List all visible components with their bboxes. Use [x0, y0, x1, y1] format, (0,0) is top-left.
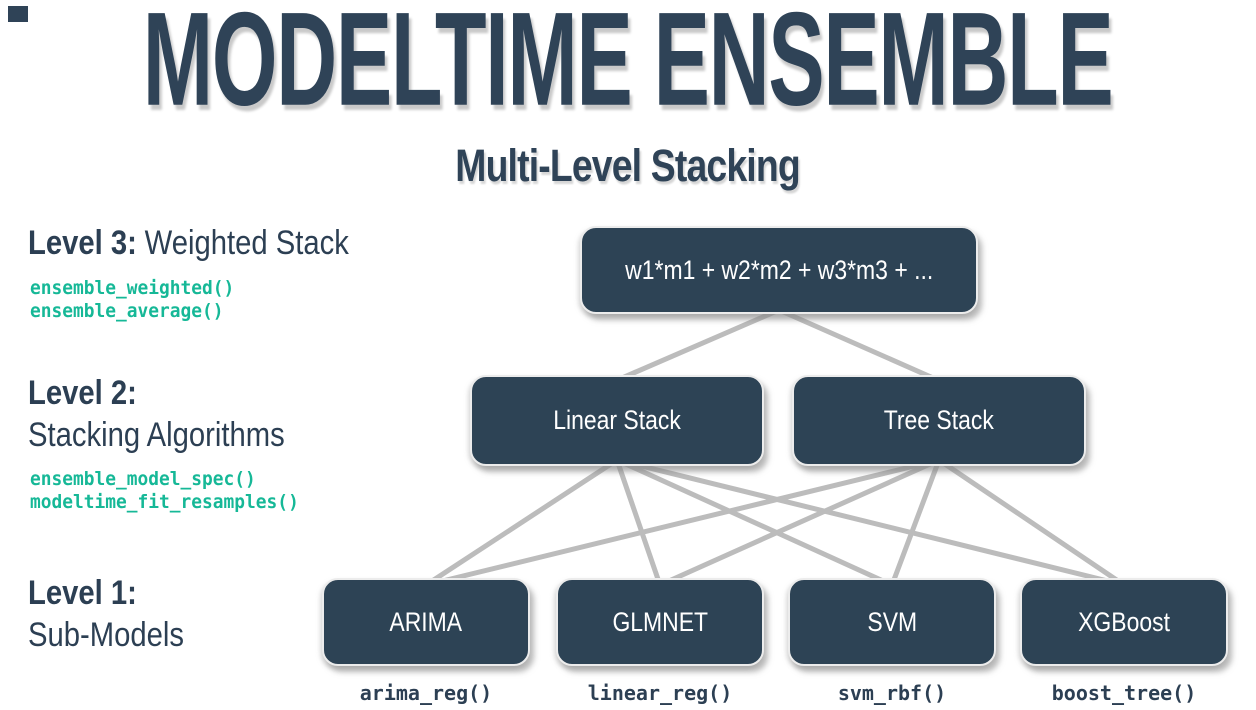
- level3-heading-rest: Weighted Stack: [144, 224, 349, 262]
- node-arima: ARIMA: [322, 578, 530, 666]
- fn-arima-reg: arima_reg(): [359, 681, 493, 705]
- level2-heading: Level 2: Stacking Algorithms: [28, 372, 327, 456]
- fn-boost-tree: boost_tree(): [1051, 681, 1197, 705]
- node-xgboost-label: XGBoost: [1078, 606, 1170, 637]
- node-glmnet-label: GLMNET: [612, 606, 708, 637]
- edge-tree-xgboost: [936, 457, 1127, 588]
- edge-tree-svm: [889, 457, 942, 588]
- page-title: MODELTIME ENSEMBLE: [0, 0, 1256, 126]
- code-ensemble-model-spec: ensemble_model_spec(): [30, 468, 256, 490]
- edge-tree-glmnet: [657, 457, 942, 588]
- code-ensemble-weighted: ensemble_weighted(): [30, 277, 235, 299]
- edge-linear-arima: [423, 457, 620, 588]
- edge-top-linear: [612, 307, 782, 384]
- node-weighted-formula-label: w1*m1 + w2*m2 + w3*m3 + ...: [624, 254, 934, 285]
- edge-top-tree: [776, 307, 943, 384]
- level2-code-block: ensemble_model_spec() modeltime_fit_resa…: [30, 468, 299, 514]
- level3-code-block: ensemble_weighted() ensemble_average(): [30, 277, 234, 323]
- level1-heading: Level 1: Sub-Models: [28, 572, 209, 656]
- level3-heading-bold: Level 3:: [28, 224, 137, 262]
- level2-heading-rest: Stacking Algorithms: [28, 416, 285, 454]
- level1-heading-rest: Sub-Models: [28, 616, 185, 654]
- page-title-text: MODELTIME ENSEMBLE: [143, 0, 1114, 134]
- edge-linear-xgboost: [614, 457, 1127, 588]
- code-modeltime-fit-resamples: modeltime_fit_resamples(): [30, 491, 299, 513]
- edge-tree-arima: [423, 457, 942, 588]
- code-ensemble-average: ensemble_average(): [30, 300, 224, 322]
- node-glmnet: GLMNET: [556, 578, 764, 666]
- node-tree-stack-label: Tree Stack: [883, 405, 995, 435]
- fn-linear-reg: linear_reg(): [587, 681, 733, 705]
- node-arima-label: ARIMA: [389, 606, 463, 637]
- corner-mark: [8, 6, 28, 22]
- page-subtitle: Multi-Level Stacking: [0, 138, 1256, 192]
- edge-linear-glmnet: [614, 457, 663, 588]
- fn-svm-rbf: svm_rbf(): [837, 681, 947, 705]
- level2-heading-bold: Level 2:: [28, 374, 137, 412]
- node-weighted-formula: w1*m1 + w2*m2 + w3*m3 + ...: [580, 226, 978, 314]
- page-subtitle-text: Multi-Level Stacking: [455, 139, 801, 191]
- node-xgboost: XGBoost: [1020, 578, 1228, 666]
- node-linear-stack-label: Linear Stack: [553, 405, 681, 435]
- level1-heading-bold: Level 1:: [28, 574, 137, 612]
- edge-linear-svm: [614, 457, 895, 588]
- node-svm: SVM: [788, 578, 996, 666]
- level3-heading: Level 3:Weighted Stack: [28, 222, 401, 264]
- node-svm-label: SVM: [867, 606, 917, 637]
- node-linear-stack: Linear Stack: [470, 375, 764, 466]
- node-tree-stack: Tree Stack: [792, 375, 1086, 466]
